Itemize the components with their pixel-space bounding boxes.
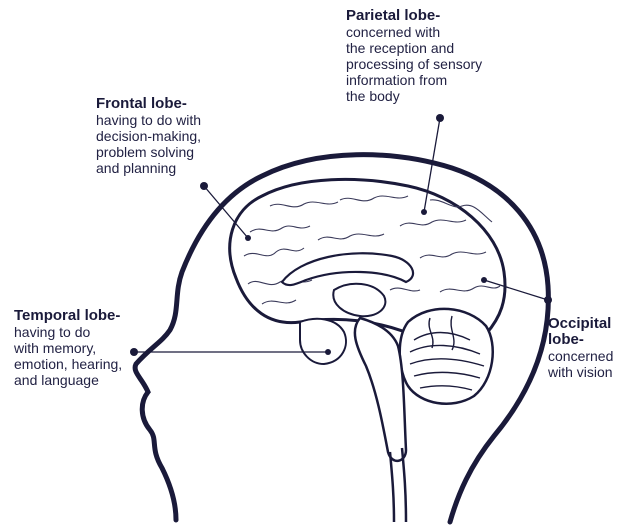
occipital-lobe-description: concerned with vision [548, 348, 638, 380]
spinal-cord-line-back [390, 452, 394, 522]
temporal-lobe-title: Temporal lobe- [14, 308, 164, 324]
spinal-cord-line [402, 448, 406, 522]
dot-parietal-end [436, 114, 444, 122]
dot-occipital-end [544, 296, 552, 304]
temporal-lobe-description: having to do with memory, emotion, heari… [14, 324, 164, 388]
dot-parietal-start [421, 209, 427, 215]
parietal-lobe-label: Parietal lobe- concerned with the recept… [346, 8, 546, 104]
frontal-lobe-description: having to do with decision-making, probl… [96, 112, 246, 176]
brainstem [355, 318, 406, 461]
occipital-lobe-label: Occipital lobe- concerned with vision [548, 316, 638, 380]
dot-temporal-start [325, 349, 331, 355]
frontal-lobe-label: Frontal lobe- having to do with decision… [96, 96, 246, 176]
temporal-lobe-label: Temporal lobe- having to do with memory,… [14, 308, 164, 388]
temporal-region [300, 319, 346, 364]
dot-frontal-end [200, 182, 208, 190]
occipital-lobe-title: Occipital lobe- [548, 316, 638, 348]
parietal-lobe-title: Parietal lobe- [346, 8, 546, 24]
dot-occipital-start [481, 277, 487, 283]
parietal-lobe-description: concerned with the reception and process… [346, 24, 546, 104]
cerebellum [400, 309, 493, 404]
dot-frontal-start [245, 235, 251, 241]
frontal-lobe-title: Frontal lobe- [96, 96, 246, 112]
